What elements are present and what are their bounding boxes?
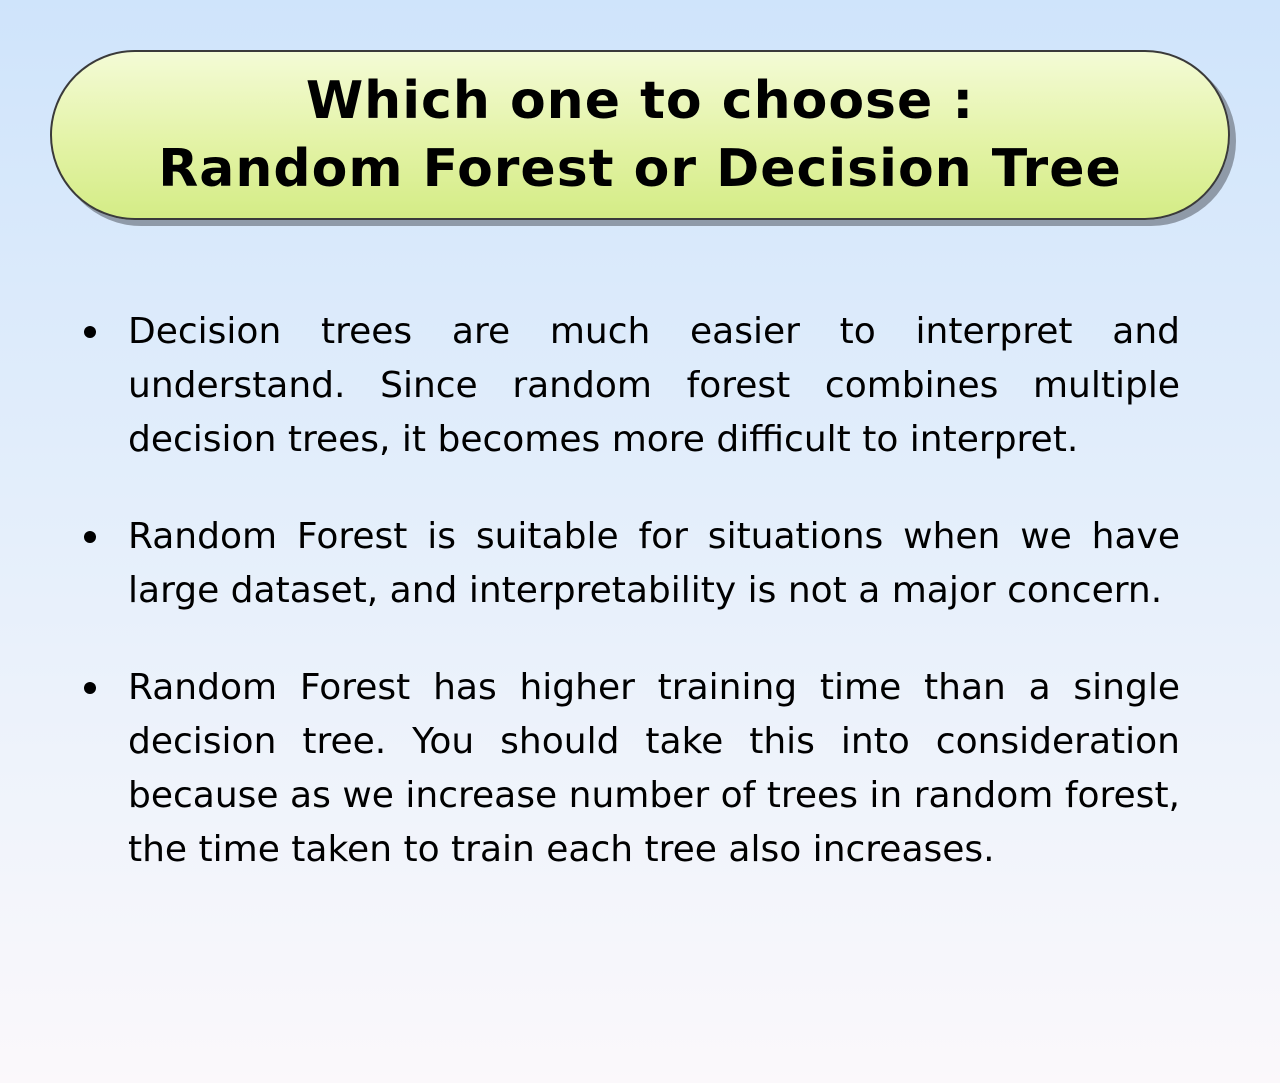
bullet-text: Random Forest is suitable for situations… [128,516,1180,611]
title-line-1: Which one to choose : [305,71,975,131]
bullet-item-training-time: Random Forest has higher training time t… [80,661,1180,877]
bullet-item-interpretability: Decision trees are much easier to interp… [80,305,1180,467]
title-banner: Which one to choose : Random Forest or D… [50,50,1230,220]
bullet-dot-icon [84,326,96,338]
title-line-2: Random Forest or Decision Tree [158,139,1122,199]
bullet-text: Random Forest has higher training time t… [128,667,1180,870]
bullet-item-large-dataset: Random Forest is suitable for situations… [80,510,1180,618]
bullet-dot-icon [84,531,96,543]
bullet-dot-icon [84,682,96,694]
bullet-list: Decision trees are much easier to interp… [80,305,1180,877]
bullet-text: Decision trees are much easier to interp… [128,311,1180,460]
